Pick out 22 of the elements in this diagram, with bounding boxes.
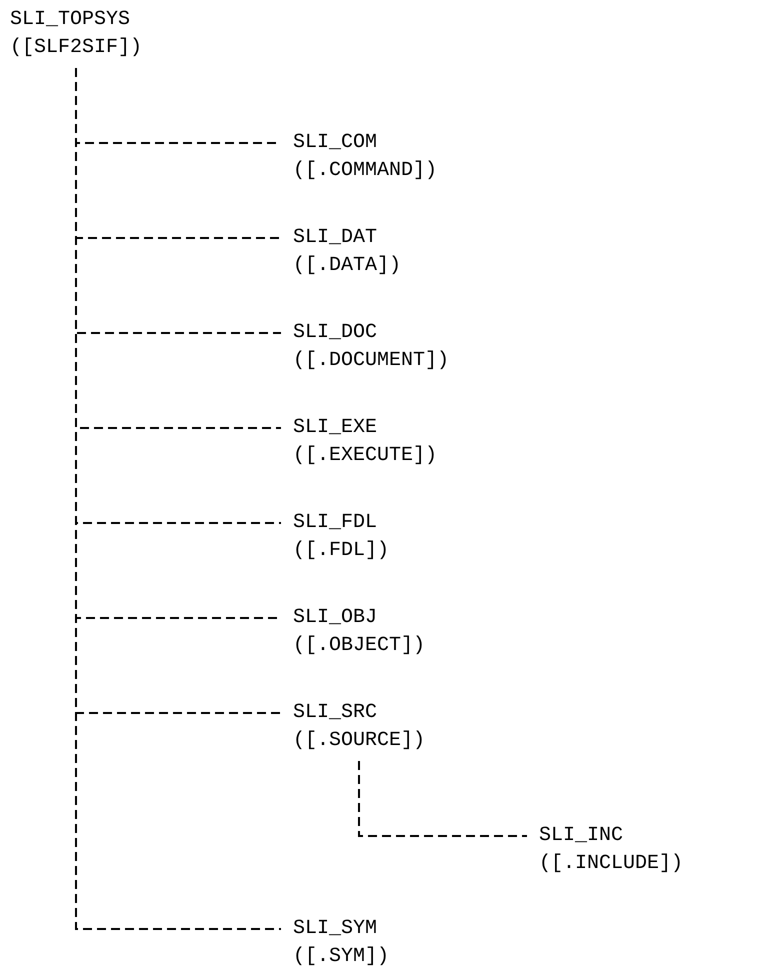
directory-path: ([.DOCUMENT]) [293,348,450,374]
directory-name: SLI_SRC [293,700,378,726]
directory-name: SLI_INC [539,823,624,849]
directory-path: ([.FDL]) [293,538,390,564]
directory-path: ([.SYM]) [293,944,390,970]
tree-connector [75,68,281,930]
directory-path: ([.OBJECT]) [293,633,426,659]
directory-path: ([.INCLUDE]) [539,851,684,877]
directory-name: SLI_OBJ [293,605,378,631]
directory-name: SLI_EXE [293,415,378,441]
directory-name: SLI_COM [293,130,378,156]
directory-name: SLI_SYM [293,916,378,942]
directory-path: ([.SOURCE]) [293,728,426,754]
directory-name: SLI_FDL [293,510,378,536]
directory-path: ([SLF2SIF]) [10,35,142,61]
directory-name: SLI_TOPSYS [10,7,132,33]
directory-path: ([.COMMAND]) [293,158,438,184]
directory-name: SLI_DAT [293,225,378,251]
directory-path: ([.EXECUTE]) [293,443,438,469]
directory-name: SLI_DOC [293,320,378,346]
directory-path: ([.DATA]) [293,253,402,279]
tree-connector [358,761,527,837]
